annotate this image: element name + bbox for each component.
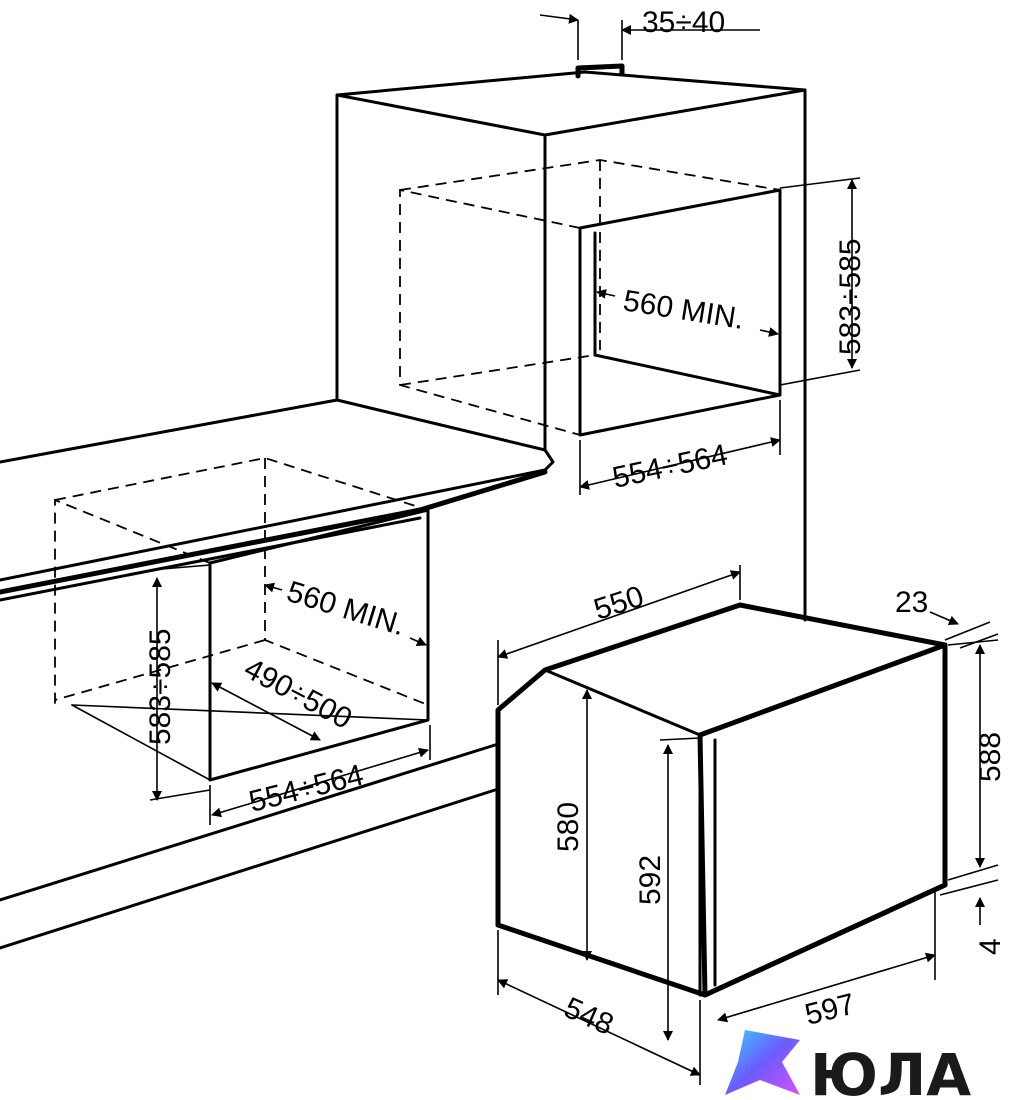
- brand-star-icon: [725, 1030, 800, 1095]
- label-lower-inner: 490÷500: [239, 652, 357, 736]
- label-lower-depth: 560 MIN.: [283, 575, 409, 642]
- upper-cabinet: [335, 63, 807, 622]
- brand-name: ЮЛА: [810, 1041, 971, 1100]
- label-lower-width: 554÷564: [246, 759, 367, 819]
- label-oven-front-h: 588: [974, 732, 1007, 782]
- label-oven-gap: 4: [974, 938, 1007, 955]
- label-oven-total-h: 592: [634, 855, 667, 905]
- label-oven-door: 23: [895, 586, 928, 619]
- label-oven-depth-top: 550: [590, 580, 648, 627]
- label-oven-body-h: 580: [552, 802, 585, 852]
- label-upper-width: 554÷564: [610, 438, 731, 495]
- label-upper-depth: 560 MIN.: [621, 284, 746, 336]
- oven: [495, 602, 948, 998]
- label-top-gap: 35÷40: [642, 6, 725, 39]
- dimension-lines: [149, 13, 999, 1085]
- label-oven-bottom-depth: 548: [559, 991, 618, 1042]
- label-lower-height: 583÷585: [144, 628, 177, 745]
- label-upper-height: 583÷585: [834, 238, 867, 355]
- brand-logo: ЮЛА: [725, 1030, 971, 1100]
- label-oven-front-w: 597: [802, 988, 859, 1032]
- worktop: [0, 398, 555, 950]
